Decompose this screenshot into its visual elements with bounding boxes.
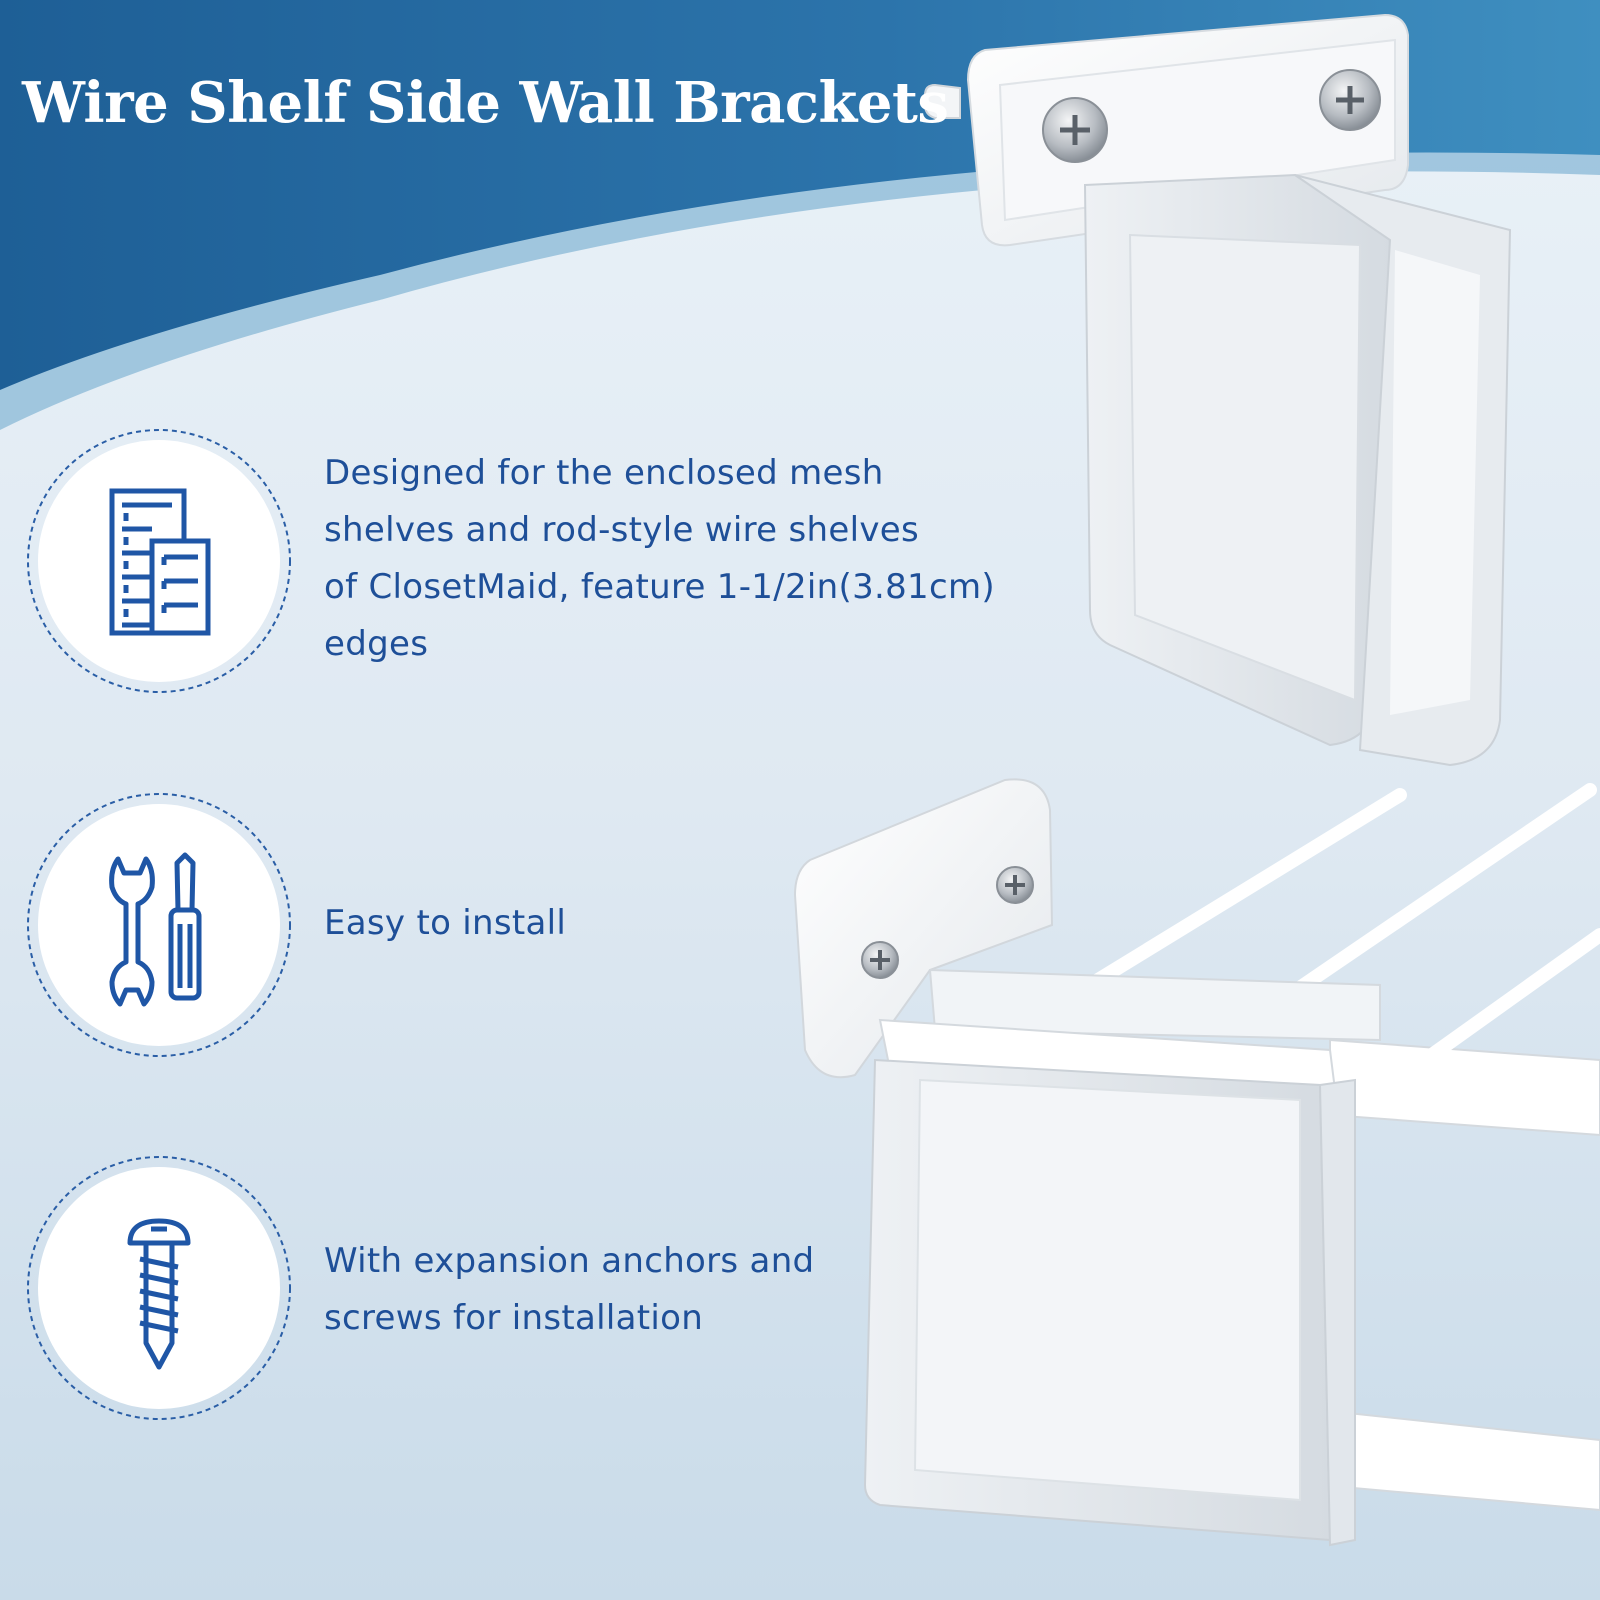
bottom-bracket bbox=[793, 778, 1600, 1547]
top-bracket bbox=[924, 13, 1512, 767]
feature-description: Easy to install bbox=[324, 903, 567, 943]
feature-item: Easy to install bbox=[26, 792, 1026, 1062]
screw-icon bbox=[27, 1156, 291, 1420]
feature-item: With expansion anchors and screws for in… bbox=[26, 1155, 1026, 1425]
wrench-screwdriver-icon bbox=[27, 793, 291, 1057]
feature-item: Designed for the enclosed mesh shelves a… bbox=[26, 428, 1026, 698]
page-title: Wire Shelf Side Wall Brackets bbox=[22, 70, 949, 136]
feature-description: With expansion anchors and screws for in… bbox=[324, 1241, 815, 1338]
shelving-units-icon bbox=[27, 429, 291, 693]
feature-description: Designed for the enclosed mesh shelves a… bbox=[324, 453, 995, 664]
